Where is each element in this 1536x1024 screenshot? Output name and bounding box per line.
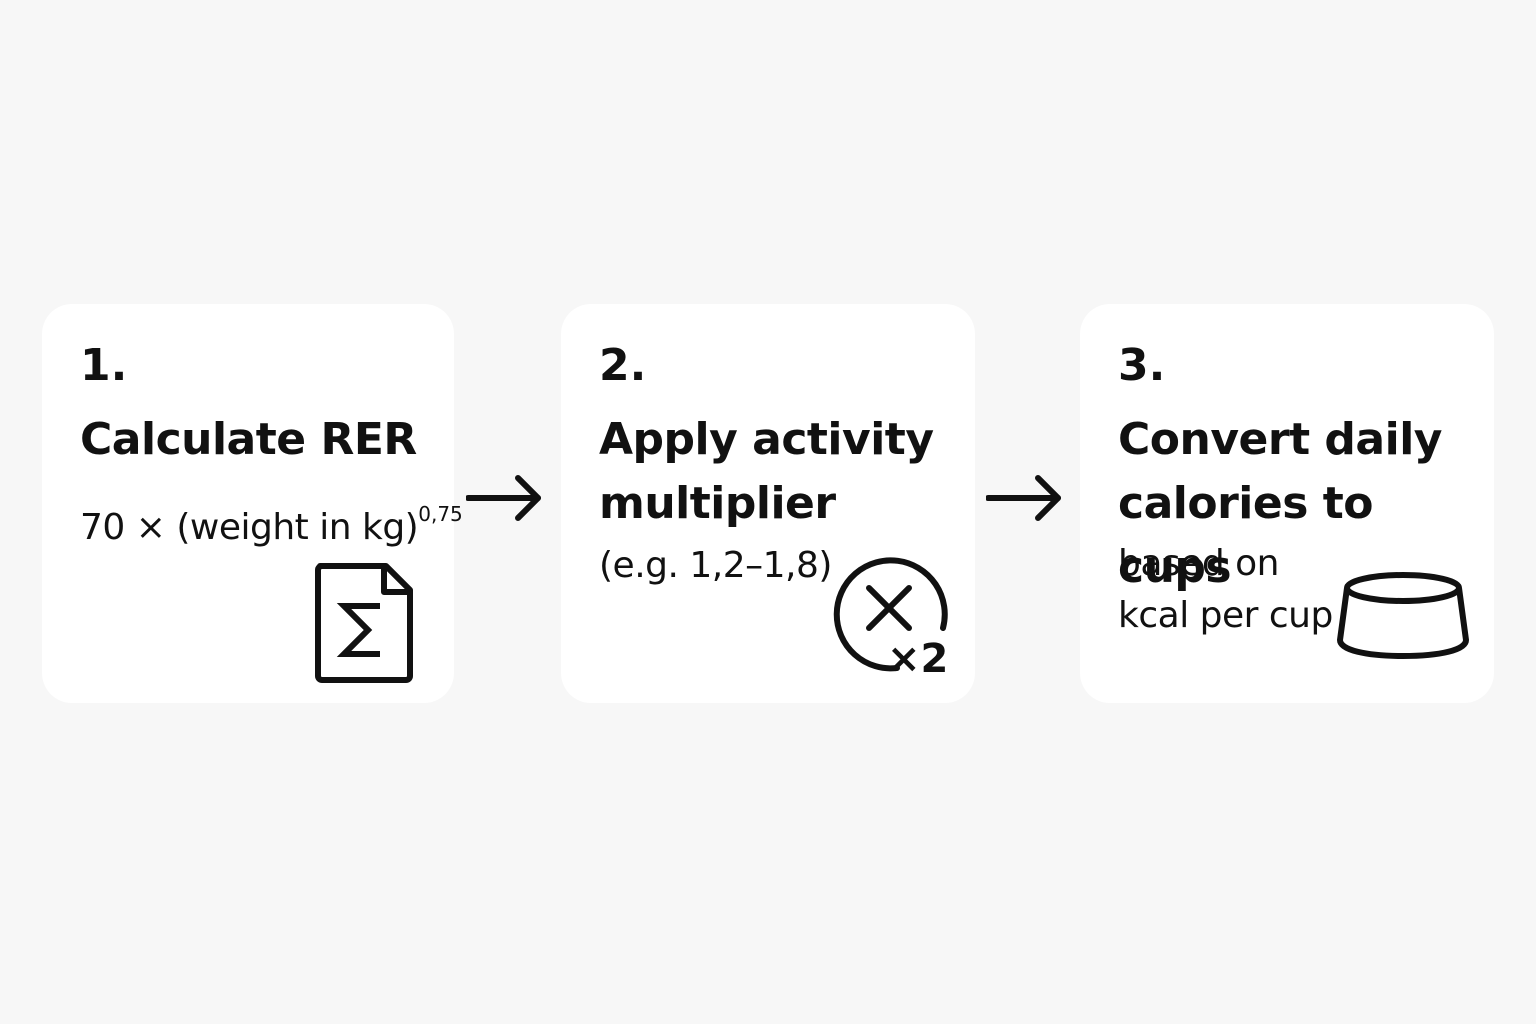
formula-exponent: 0,75 [418, 502, 463, 526]
formula-text: 70 × (weight in kg) [80, 507, 419, 548]
step-formula: 70 × (weight in kg)0,75 [80, 488, 463, 554]
step-detail: based on kcal per cup [1118, 543, 1333, 636]
step-detail: (e.g. 1,2–1,8) [599, 545, 832, 586]
step-title: Convert daily calories to cups [1118, 414, 1442, 593]
arrow-right-icon [986, 475, 1061, 521]
step-number: 2. [599, 340, 647, 391]
arrow-right-icon [466, 475, 541, 521]
step-number: 3. [1118, 340, 1166, 391]
bowl-icon [1337, 572, 1469, 659]
step-card-2: 2. Apply activity multiplier (e.g. 1,2–1… [561, 304, 975, 703]
step-title: Calculate RER [80, 414, 417, 465]
step-card-1: 1. Calculate RER 70 × (weight in kg)0,75 [42, 304, 463, 703]
step-card-3: 3. Convert daily calories to cups based … [1080, 304, 1494, 703]
step-title: Apply activity multiplier [599, 414, 934, 529]
multiply-circle-icon: ×2 [833, 557, 948, 682]
step-number: 1. [80, 340, 128, 391]
multiplier-label: ×2 [887, 636, 948, 682]
formula-document-icon [315, 563, 413, 683]
